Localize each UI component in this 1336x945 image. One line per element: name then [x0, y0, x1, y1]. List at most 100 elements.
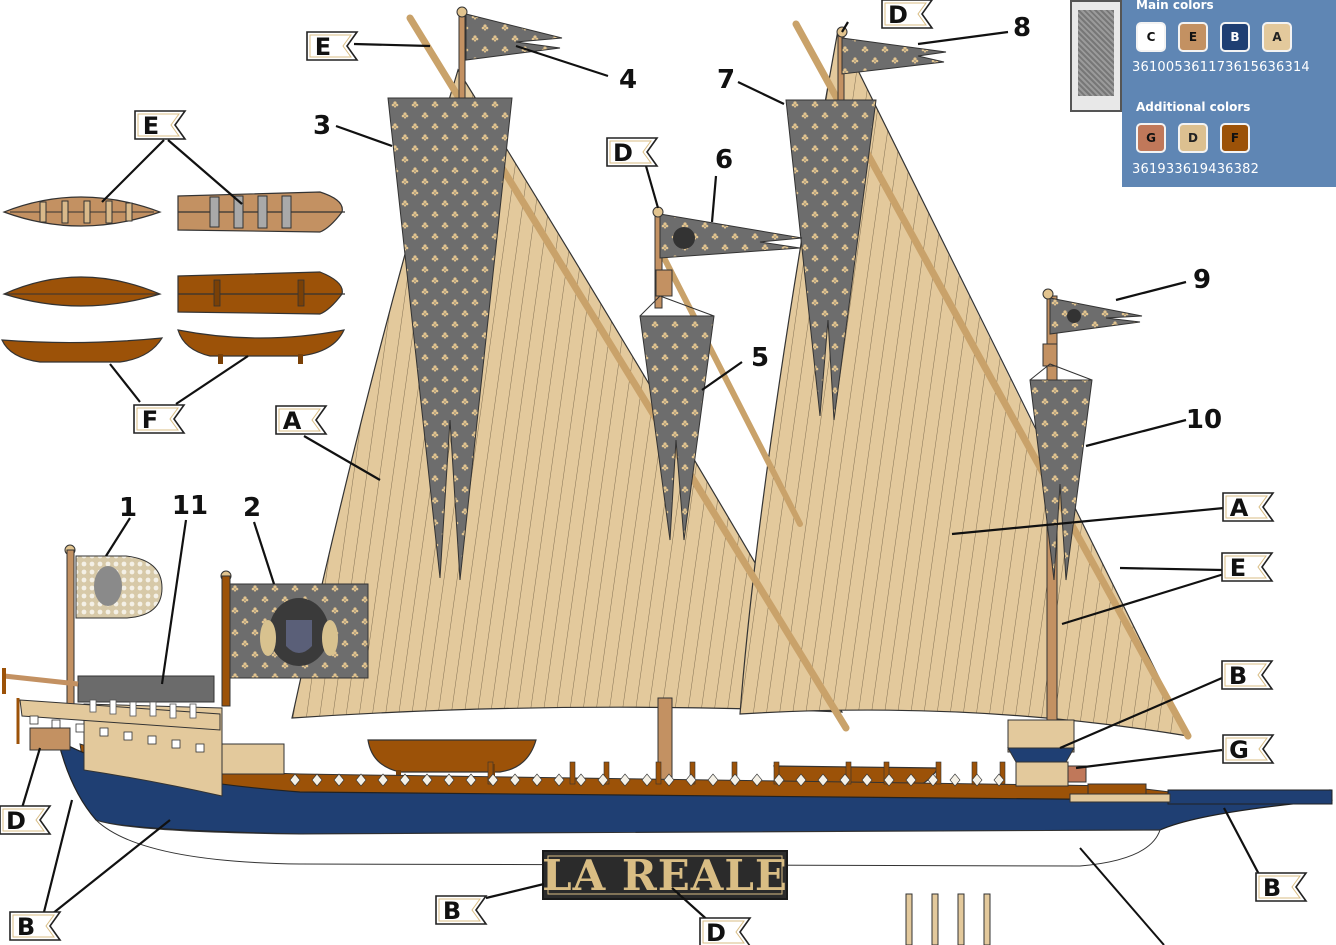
- stern-cabin: [221, 743, 285, 775]
- additional-swatch-d: D: [1178, 123, 1208, 153]
- sheet-thumbnail: [1070, 0, 1122, 112]
- color-flag-e: E: [134, 110, 187, 140]
- mid-yard: [655, 243, 803, 527]
- part-number-9: 9: [1193, 265, 1211, 295]
- boat-hull-view-2: [177, 329, 346, 364]
- color-flag-b: B: [435, 895, 488, 925]
- svg-text:F: F: [142, 406, 158, 434]
- boat-side-view-1: [2, 276, 162, 307]
- awning-posts: [89, 699, 197, 719]
- oar-port: [377, 773, 389, 787]
- streamer-5: [639, 315, 715, 541]
- oar-port: [773, 773, 785, 787]
- oar-port: [487, 773, 499, 787]
- pennant-9-emblem: [1067, 309, 1081, 323]
- ship-name-plaque: LA REALE: [542, 850, 788, 900]
- svg-text:G: G: [1229, 736, 1249, 764]
- oar-port: [861, 773, 873, 787]
- part-number-5: 5: [751, 343, 769, 373]
- part-number-8: 8: [1013, 13, 1031, 43]
- stanchion: [935, 761, 942, 785]
- boat-side-view-2: [177, 271, 345, 315]
- svg-text:B: B: [1263, 874, 1281, 902]
- pennant-8: [841, 37, 947, 75]
- boat-top-view-1: [2, 196, 162, 227]
- stern-windows: [29, 715, 205, 753]
- pennant-6-emblem: [673, 227, 695, 249]
- svg-text:A: A: [1230, 494, 1249, 522]
- oar-port: [465, 773, 477, 787]
- color-flag-e: E: [1221, 552, 1274, 582]
- part-number-1: 1: [119, 493, 137, 523]
- color-flag-a: A: [1222, 492, 1275, 522]
- oar-port: [289, 773, 301, 787]
- boat-top-view-2: [177, 191, 345, 233]
- stanchion: [655, 761, 662, 785]
- part-number-4: 4: [619, 65, 637, 95]
- oar-port: [597, 773, 609, 787]
- stern-lantern-pole: [3, 673, 79, 687]
- main-colors-codes: 361005361173615636314: [1132, 60, 1310, 75]
- color-flag-b: B: [1255, 872, 1308, 902]
- stanchion: [603, 761, 610, 785]
- stern-ornament: [29, 727, 71, 751]
- deck-boat-1: [367, 739, 537, 773]
- svg-text:B: B: [1229, 662, 1247, 690]
- flag-1-staff: [66, 549, 75, 711]
- part-number-11: 11: [172, 491, 208, 521]
- color-flag-b: B: [1221, 660, 1274, 690]
- boat-hull-view-1: [1, 337, 164, 363]
- svg-text:E: E: [143, 112, 159, 140]
- color-flag-a: A: [275, 405, 328, 435]
- oar-port: [839, 773, 851, 787]
- additional-colors-title: Additional colors: [1136, 100, 1251, 114]
- stanchion: [487, 761, 494, 785]
- forecastle: [1007, 719, 1171, 803]
- flag-2-staff: [221, 575, 231, 707]
- mast-cap: [655, 269, 673, 297]
- color-flag-b: B: [9, 911, 62, 941]
- oar-port: [685, 773, 697, 787]
- oar-ports: [289, 773, 1005, 787]
- streamer-10: [1029, 379, 1093, 581]
- oar-blades: [905, 893, 991, 945]
- oar-port: [707, 773, 719, 787]
- oar-port: [971, 773, 983, 787]
- color-flag-d: D: [606, 137, 659, 167]
- oar-port: [905, 773, 917, 787]
- stanchion: [773, 761, 780, 785]
- svg-text:D: D: [706, 919, 726, 945]
- oar-port: [993, 773, 1005, 787]
- flag-2-coat-of-arms: [260, 598, 338, 666]
- oar-port: [883, 773, 895, 787]
- oar-port: [399, 773, 411, 787]
- oar-port: [311, 773, 323, 787]
- pennant-9: [1049, 297, 1143, 335]
- oar-port: [641, 773, 653, 787]
- oar-port: [927, 773, 939, 787]
- oar-port: [333, 773, 345, 787]
- stanchion: [883, 761, 890, 785]
- ship-name: LA REALE: [542, 851, 788, 900]
- awning: [77, 675, 215, 703]
- mizzen-cap: [1042, 343, 1058, 367]
- oar-port: [355, 773, 367, 787]
- streamer-3: [387, 97, 513, 581]
- oar-port: [663, 773, 675, 787]
- color-flag-g: G: [1222, 734, 1275, 764]
- stanchion: [999, 761, 1006, 785]
- flag-1-emblem: [94, 566, 122, 606]
- svg-text:A: A: [283, 407, 302, 435]
- streamer-7: [785, 99, 877, 421]
- svg-text:B: B: [443, 897, 461, 925]
- additional-colors-codes: 361933619436382: [1132, 162, 1260, 177]
- svg-text:E: E: [1230, 554, 1246, 582]
- color-flag-d: D: [699, 917, 752, 945]
- oar-port: [531, 773, 543, 787]
- oar-port: [729, 773, 741, 787]
